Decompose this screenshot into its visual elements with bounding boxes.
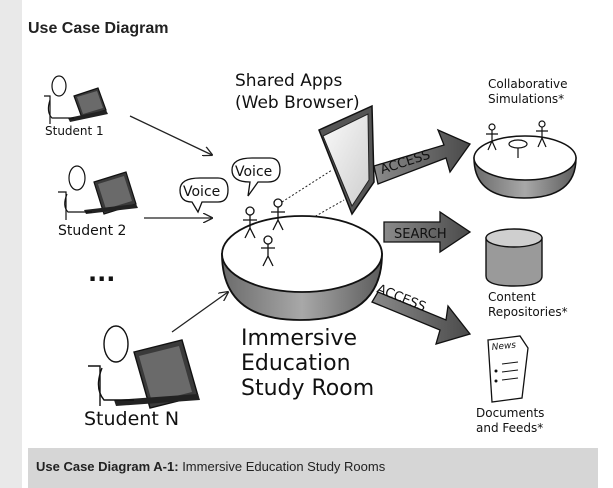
access-arrow-bottom: ACCESS [371, 282, 472, 345]
student-n-arrow [171, 292, 228, 333]
voice-label: Voice [235, 164, 272, 180]
voice-bubble: Voice [231, 157, 281, 197]
student-1-figure [44, 75, 108, 124]
web-browser-label: (Web Browser) [235, 93, 360, 113]
student-n-figure [88, 325, 200, 409]
voice-label: Voice [183, 184, 220, 200]
section-title: Use Case Diagram [28, 20, 169, 37]
simulations-bowl [473, 120, 577, 199]
screen-sightline [281, 169, 333, 203]
caption-text: Immersive Education Study Rooms [178, 459, 386, 474]
student-2-figure [58, 165, 138, 220]
student-1-arrow [129, 115, 212, 155]
voice-bubble: Voice [179, 177, 229, 214]
content-panel: Use Case Diagram [22, 0, 613, 488]
student-n-label: Student N [84, 408, 179, 430]
student-1-label: Student 1 [45, 124, 104, 138]
access-arrow-top: ACCESS [373, 128, 471, 185]
news-tag: News [491, 340, 517, 353]
caption-bar: Use Case Diagram A-1: Immersive Educatio… [28, 448, 598, 488]
simulations-label-line-1: Collaborative [488, 77, 568, 91]
repositories-label-line-2: Repositories* [488, 305, 568, 319]
room-label-line-3: Study Room [241, 376, 374, 401]
search-label: SEARCH [394, 227, 447, 242]
use-case-diagram: Student 1 Student 2 ... Student N S [44, 71, 577, 435]
repositories-label-line-1: Content [488, 290, 536, 304]
screen-sightline [283, 199, 345, 235]
study-room-bowl [221, 198, 383, 321]
news-document: News [487, 335, 529, 403]
database-cylinder [485, 228, 543, 287]
room-label-line-2: Education [241, 351, 351, 376]
simulations-label-line-2: Simulations* [488, 92, 564, 106]
caption-label: Use Case Diagram A-1: [36, 459, 179, 474]
web-browser-screen [318, 104, 375, 216]
figure-caption: Use Case Diagram A-1: Immersive Educatio… [36, 459, 385, 474]
room-label-line-1: Immersive [241, 326, 357, 351]
search-arrow: SEARCH [383, 210, 472, 254]
documents-label-line-1: Documents [476, 406, 544, 420]
documents-label-line-2: and Feeds* [476, 421, 543, 435]
shared-apps-label: Shared Apps [235, 71, 342, 91]
more-students-ellipsis: ... [88, 259, 115, 287]
student-2-label: Student 2 [58, 223, 126, 239]
